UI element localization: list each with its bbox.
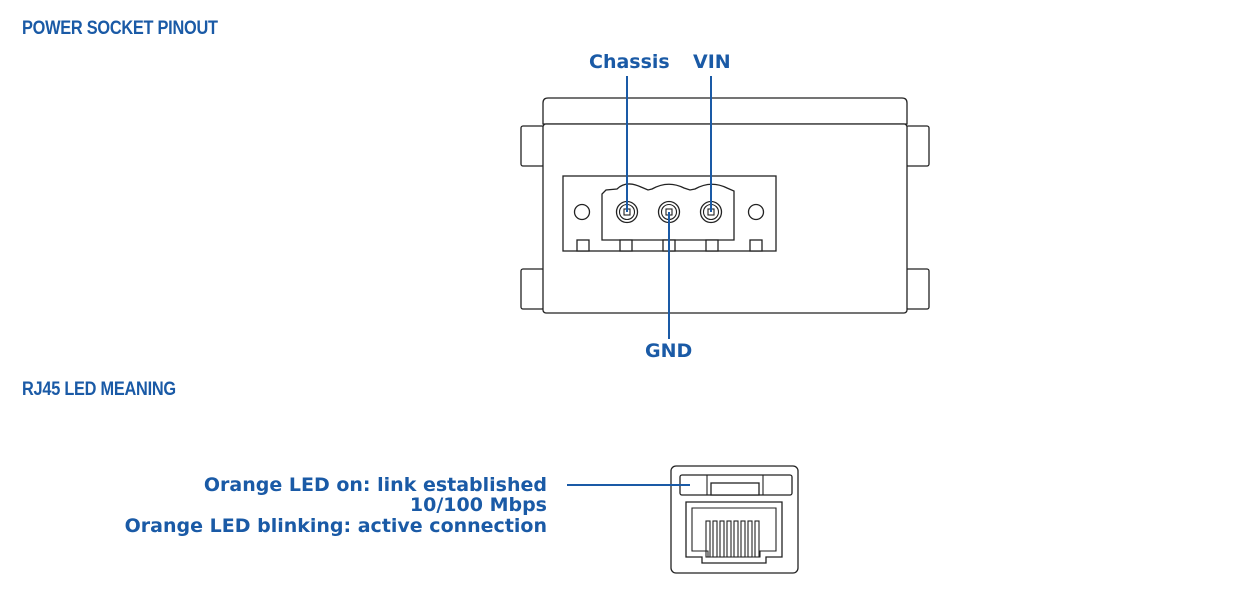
- led-on-text: Orange LED on: link established: [203, 474, 547, 496]
- rj45-latch: [710, 482, 760, 496]
- led-speed-text: 10/100 Mbps: [409, 494, 547, 516]
- plug-nub-1: [619, 239, 633, 252]
- plate-nub-1: [576, 239, 590, 252]
- gnd-label: GND: [645, 340, 693, 362]
- rj45-port: [670, 465, 799, 574]
- chassis-label: Chassis: [589, 51, 670, 73]
- device-top-lip: [542, 97, 908, 125]
- power-socket-device: [520, 97, 930, 314]
- mount-tab-bottom-left: [520, 268, 545, 310]
- mount-tab-top-left: [520, 125, 545, 167]
- rj45-contacts: [705, 520, 760, 558]
- rj45-led-heading: RJ45 LED MEANING: [22, 379, 176, 400]
- screw-hole-left: [573, 203, 591, 221]
- screw-hole-right: [747, 203, 765, 221]
- plug-nub-3: [705, 239, 719, 252]
- mount-tab-bottom-right: [905, 268, 930, 310]
- power-socket-heading: POWER SOCKET PINOUT: [22, 18, 218, 39]
- rj45-socket-inner: [691, 507, 777, 558]
- mount-tab-top-right: [905, 125, 930, 167]
- vin-label: VIN: [693, 51, 731, 73]
- led-blinking-text: Orange LED blinking: active connection: [124, 515, 547, 537]
- plate-nub-2: [749, 239, 763, 252]
